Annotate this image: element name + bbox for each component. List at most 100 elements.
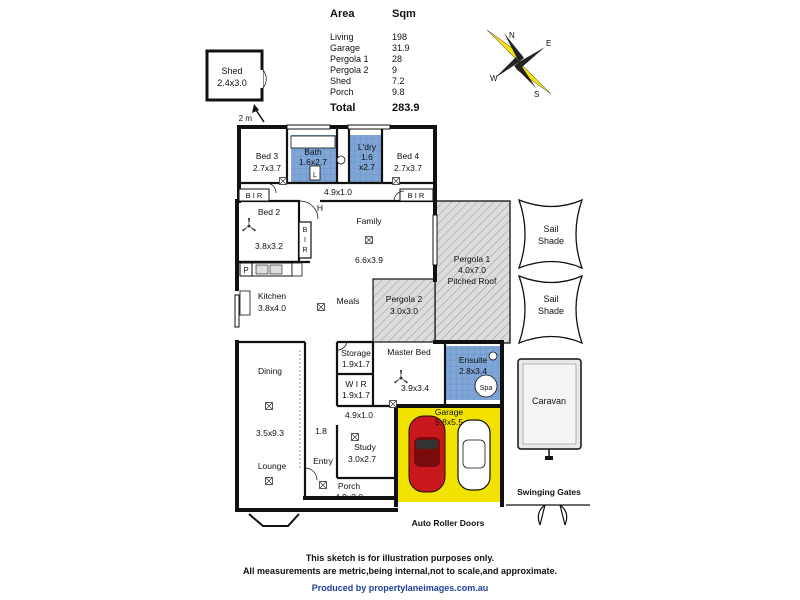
pergola-1-size: 4.0x7.0 [458, 265, 486, 275]
sail-shade-top: Sail Shade [517, 198, 584, 270]
bed3-bir [238, 188, 270, 202]
bir-letter: I [304, 237, 306, 244]
bed4-size: 2.7x3.7 [394, 163, 422, 173]
toilet-room [309, 165, 321, 181]
ensuite-label: Ensuite [459, 355, 488, 365]
area-row-value: 7.2 [392, 76, 405, 86]
wir-size: 1.9x1.7 [342, 390, 370, 400]
area-total-label: Total [330, 102, 356, 114]
area-row: Porch 9.8 [330, 87, 450, 98]
pergola-2 [372, 278, 436, 343]
bir-label: B I R [408, 191, 425, 200]
scale-label: 2 m [239, 114, 253, 123]
toilet-icon [336, 155, 346, 165]
sail-shade-label: Sail [543, 224, 558, 234]
white-car [457, 419, 491, 491]
bed3-size: 2.7x3.7 [253, 163, 281, 173]
laundry-size-b: x2.7 [359, 162, 375, 172]
lounge-label: Lounge [258, 461, 287, 471]
sail-shade-label: Sail [543, 294, 558, 304]
area-row: Garage 31.9 [330, 43, 450, 54]
meals-label: Meals [337, 296, 360, 306]
area-row: Living 198 [330, 32, 450, 43]
compass-rose: N E S W [486, 29, 551, 99]
area-table: Area Sqm Living 198 Garage 31.9 Pergola … [330, 8, 450, 114]
bathtub [290, 135, 336, 149]
light-icon [317, 303, 325, 311]
light-icon [351, 433, 359, 441]
light-icon [265, 477, 273, 485]
room-labels: Bed 3 2.7x3.7 Bath 1.6x2.7 L'dry 1.6 x2.… [253, 142, 487, 502]
caravan: Caravan [517, 358, 582, 460]
shed-size: 2.4x3.0 [217, 78, 247, 88]
hall2-size: 4.9x1.0 [345, 410, 373, 420]
bed3-label: Bed 3 [256, 151, 278, 161]
bed4-label: Bed 4 [397, 151, 419, 161]
porch-label: Porch [338, 481, 360, 491]
area-row-label: Living [330, 32, 354, 42]
caravan-label: Caravan [532, 396, 566, 406]
storage-label: Storage [341, 348, 371, 358]
study-label: Study [354, 442, 376, 452]
red-car [408, 415, 446, 493]
pergola-1 [434, 200, 511, 344]
area-table-header: Area Sqm [330, 8, 450, 20]
master-bed-label: Master Bed [387, 347, 431, 357]
compass-e-label: E [546, 39, 551, 48]
ceiling-fan-icon [242, 218, 256, 232]
hall-width: 1.8 [315, 426, 327, 436]
disclaimer-line-2: All measurements are metric,being intern… [242, 566, 558, 576]
study-size: 3.0x2.7 [348, 454, 376, 464]
swinging-gates-label: Swinging Gates [517, 487, 581, 497]
dining-lounge-size: 3.5x9.3 [256, 428, 284, 438]
disclaimer-line-1: This sketch is for illustration purposes… [305, 553, 495, 563]
compass-n-label: N [509, 31, 515, 40]
light-icon [389, 400, 397, 408]
h-label: H [317, 203, 323, 213]
shed-label: Shed [221, 66, 242, 76]
light-icon [279, 177, 287, 185]
entry-label: Entry [313, 456, 334, 466]
bed2-label: Bed 2 [258, 207, 280, 217]
family-label: Family [356, 216, 382, 226]
laundry-size-a: 1.6 [361, 152, 373, 162]
kitchen-label: Kitchen [258, 291, 287, 301]
pergola-2-size: 3.0x3.0 [390, 306, 418, 316]
pergola-1-note: Pitched Roof [448, 276, 497, 286]
spa-bath [474, 374, 498, 398]
area-row-label: Garage [330, 43, 361, 53]
laundry-tiles [349, 135, 382, 183]
light-icon [319, 481, 327, 489]
pergola-2-label: Pergola 2 [386, 294, 423, 304]
area-row-value: 31.9 [392, 43, 410, 53]
bir-label: B I R [246, 191, 263, 200]
area-row-value: 9 [392, 65, 398, 75]
area-row: Shed 7.2 [330, 76, 450, 87]
sail-shade-bottom: Sail Shade [517, 274, 584, 345]
area-header: Area [330, 8, 355, 20]
sail-shade-label: Shade [538, 306, 564, 316]
wir-label: W I R [345, 379, 366, 389]
area-row: Pergola 1 28 [330, 54, 450, 65]
kitchen-fittings: P [239, 262, 303, 316]
windows [234, 124, 438, 527]
master-bed-size: 3.9x3.4 [401, 383, 429, 393]
light-icon [265, 402, 273, 410]
family-size: 6.6x3.9 [355, 255, 383, 265]
toilet-label: L [313, 172, 317, 179]
toilet-icon [488, 351, 498, 361]
sail-shade-label: Shade [538, 236, 564, 246]
area-row-label: Pergola 1 [330, 54, 369, 64]
area-row-value: 9.8 [392, 87, 405, 97]
bir-letter: R [302, 247, 307, 254]
shed: Shed 2.4x3.0 [205, 49, 267, 102]
compass-w-label: W [490, 74, 498, 83]
laundry-label: L'dry [358, 142, 377, 152]
bed2-bir [298, 221, 312, 259]
sqm-header: Sqm [392, 8, 416, 20]
dining-label: Dining [258, 366, 282, 376]
porch-size: 4.9x2.0 [335, 492, 363, 502]
area-row-value: 198 [392, 32, 408, 42]
swinging-gates [506, 504, 590, 526]
bath-label: Bath [304, 147, 322, 157]
